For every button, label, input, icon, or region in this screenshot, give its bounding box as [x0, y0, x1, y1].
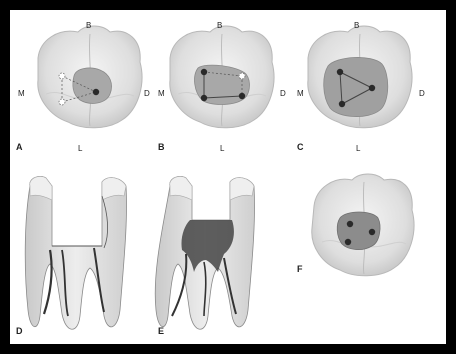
- panel-d: D: [16, 176, 127, 336]
- label-mesial-c: M: [297, 89, 304, 98]
- panel-f: F: [297, 174, 414, 276]
- label-lingual-b: L: [220, 144, 225, 153]
- panel-label-b: B: [158, 142, 165, 152]
- label-distal-b: D: [280, 89, 286, 98]
- label-lingual-c: L: [356, 144, 361, 153]
- tooth-section-d: [25, 176, 126, 329]
- label-distal-c: D: [419, 89, 425, 98]
- panel-e: E: [155, 176, 254, 336]
- label-distal-a: D: [144, 89, 150, 98]
- label-buccal-a: B: [86, 21, 91, 30]
- panel-label-a: A: [16, 142, 23, 152]
- access-cavity-a: [73, 68, 112, 103]
- panel-label-e: E: [158, 326, 164, 336]
- label-buccal-b: B: [217, 21, 222, 30]
- panel-b: B M D L B: [158, 21, 286, 153]
- panel-c: B M D L C: [297, 21, 425, 153]
- panel-a: B M D L A: [16, 21, 150, 153]
- figure-canvas: B M D L A: [10, 10, 446, 344]
- panel-label-c: C: [297, 142, 304, 152]
- access-cavity-c: [324, 57, 388, 116]
- panel-label-d: D: [16, 326, 23, 336]
- label-mesial-b: M: [158, 89, 165, 98]
- label-buccal-c: B: [354, 21, 359, 30]
- panel-label-f: F: [297, 264, 303, 274]
- label-lingual-a: L: [78, 144, 83, 153]
- enamel-crown-d: [30, 176, 126, 200]
- tooth-access-diagram: B M D L A: [10, 10, 446, 344]
- label-mesial-a: M: [18, 89, 25, 98]
